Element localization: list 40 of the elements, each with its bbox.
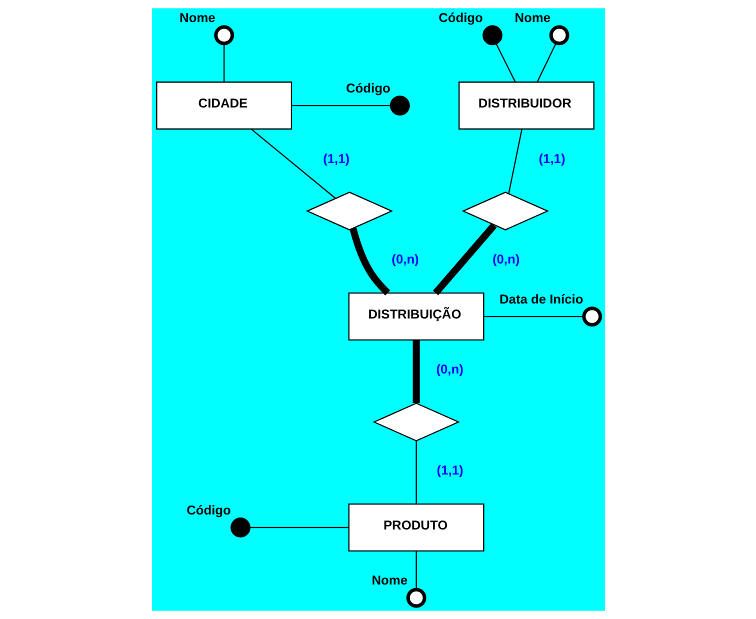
connector (494, 42, 516, 82)
node-circle (548, 25, 569, 46)
node-label: Data de Início (499, 291, 583, 306)
node-label: Nome (514, 10, 550, 26)
node-circle (389, 96, 410, 116)
node-label: Código (186, 502, 230, 518)
edge-label: (1,1) (436, 462, 463, 478)
edge-label: (1,1) (322, 150, 350, 166)
node-label: Código (438, 10, 482, 26)
node-box: DISTRIBUIÇÃO (348, 292, 484, 341)
edge-label: (0,n) (492, 252, 520, 267)
connector (536, 42, 556, 82)
node-diamond (305, 192, 393, 230)
connector (483, 316, 584, 318)
node-circle (482, 25, 502, 46)
node-diamond (372, 402, 460, 442)
connector (432, 222, 496, 296)
node-label: Código (345, 80, 390, 96)
node-label: Nome (371, 572, 408, 588)
connector (415, 441, 416, 504)
edge-label: (1,1) (538, 150, 565, 166)
node-box: CIDADE (156, 82, 292, 130)
node-circle (582, 306, 602, 326)
connector (250, 128, 336, 199)
node-circle (406, 588, 426, 608)
connector (349, 228, 390, 296)
connector (412, 340, 420, 403)
node-circle (230, 518, 250, 538)
node-circle (214, 25, 234, 46)
edge-label: (0,n) (436, 362, 463, 377)
node-box: PRODUTO (348, 503, 484, 552)
connector (248, 526, 348, 528)
connector (223, 44, 224, 82)
node-box: DISTRIBUIDOR (458, 82, 594, 130)
node-label: Nome (179, 10, 215, 26)
node-diamond (461, 192, 549, 230)
connector (415, 551, 416, 590)
connector (291, 104, 391, 106)
connector (508, 129, 522, 194)
edge-label: (0,n) (391, 252, 418, 267)
